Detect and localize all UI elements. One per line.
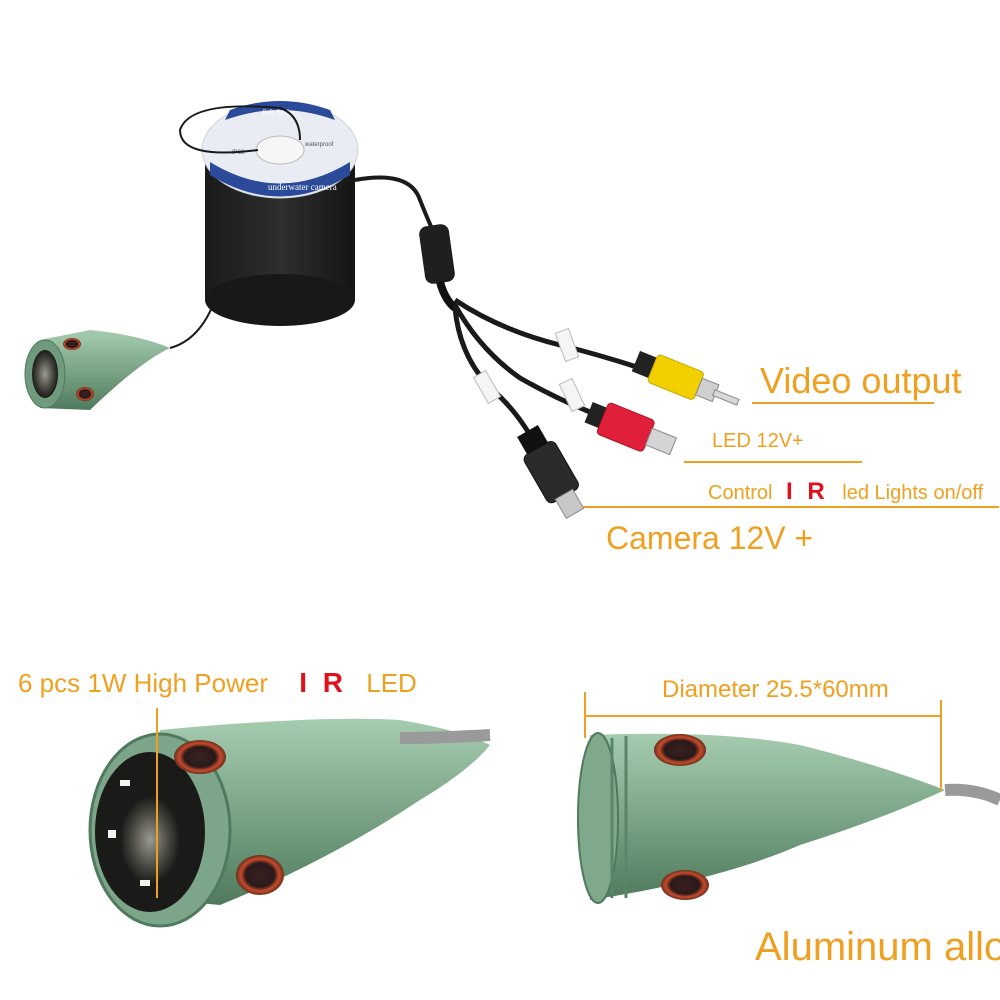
camera-12v-label: Camera 12V + (606, 520, 814, 556)
small-camera (24, 330, 170, 410)
cable-splitter (419, 224, 458, 312)
control-suffix: led Lights on/off (842, 482, 984, 504)
camera-side-view (577, 732, 1000, 904)
control-prefix: Control (708, 482, 773, 504)
led-12v-label: LED 12V+ (712, 430, 804, 452)
led-tag (558, 377, 586, 413)
camera-cable (169, 299, 216, 349)
led-count-suffix: LED (366, 668, 417, 698)
video-output-leader (752, 402, 934, 404)
camera-power-connector (517, 425, 585, 519)
diameter-right-tick (940, 700, 942, 790)
diameter-left-tick (584, 692, 586, 738)
diameter-label: Diameter 25.5*60mm (662, 676, 889, 703)
control-label: Control I R led Lights on/off (708, 478, 983, 506)
material-label: Aluminum alloy (755, 925, 1000, 969)
spool-side-label: underwater camera (268, 182, 337, 192)
camera-12v-leader (583, 506, 999, 508)
led-power-connector (584, 402, 678, 456)
led-12v-leader (684, 461, 862, 463)
video-branch-cable (453, 297, 641, 371)
ir-led-text: I R (299, 667, 347, 698)
spool-waterproof-label: waterproof (304, 142, 334, 148)
cable-spool: underwater camera fish finder IP68 water… (178, 101, 359, 326)
led-count-label: 6 pcs 1W High Power I R LED (18, 667, 417, 699)
power-tag (472, 369, 502, 405)
video-tag (554, 327, 580, 363)
rca-video-connector (631, 350, 740, 406)
spool-top-label: fish finder (262, 108, 295, 117)
ir-text: I R (786, 478, 829, 505)
main-cable (354, 175, 437, 236)
spool-ip-label: IP68 (232, 150, 245, 156)
led-count-prefix: 6 pcs 1W High Power (18, 668, 268, 698)
led-pointer-line (156, 708, 158, 898)
video-output-label: Video output (760, 360, 962, 401)
diameter-dimension-line (586, 715, 940, 717)
camera-front-view (88, 718, 491, 928)
